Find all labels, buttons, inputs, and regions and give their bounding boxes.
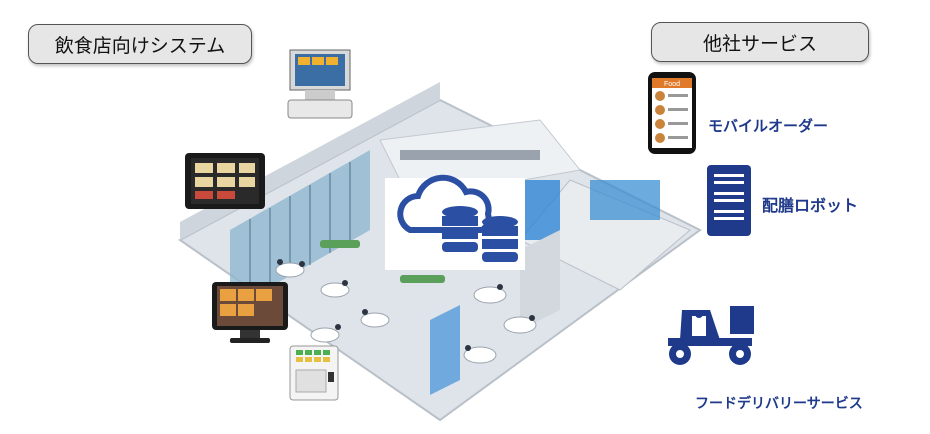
service-mobile-order: モバイルオーダー	[708, 117, 829, 135]
serving-robot-icon	[707, 165, 751, 236]
service-serving-robot: 配膳ロボット	[762, 196, 859, 215]
service-food-delivery: フードデリバリーサービス	[695, 396, 863, 412]
pos-terminal-icon	[287, 49, 353, 119]
category-third-party-services: 他社サービス	[651, 22, 869, 62]
database-icon	[442, 206, 518, 262]
ticket-machine-icon	[289, 345, 339, 401]
order-tablet-icon	[185, 153, 265, 209]
category-restaurant-systems-label: 飲食店向けシステム	[54, 34, 226, 57]
category-restaurant-systems: 飲食店向けシステム	[28, 24, 252, 64]
pos-register-icon	[212, 282, 288, 343]
cloud-icon	[397, 174, 492, 233]
smartphone-icon: Food	[648, 72, 696, 154]
category-third-party-services-label: 他社サービス	[702, 32, 817, 55]
restaurant-floor-illustration	[178, 82, 702, 422]
delivery-scooter-icon	[668, 306, 754, 365]
phone-app-title: Food	[664, 81, 680, 88]
